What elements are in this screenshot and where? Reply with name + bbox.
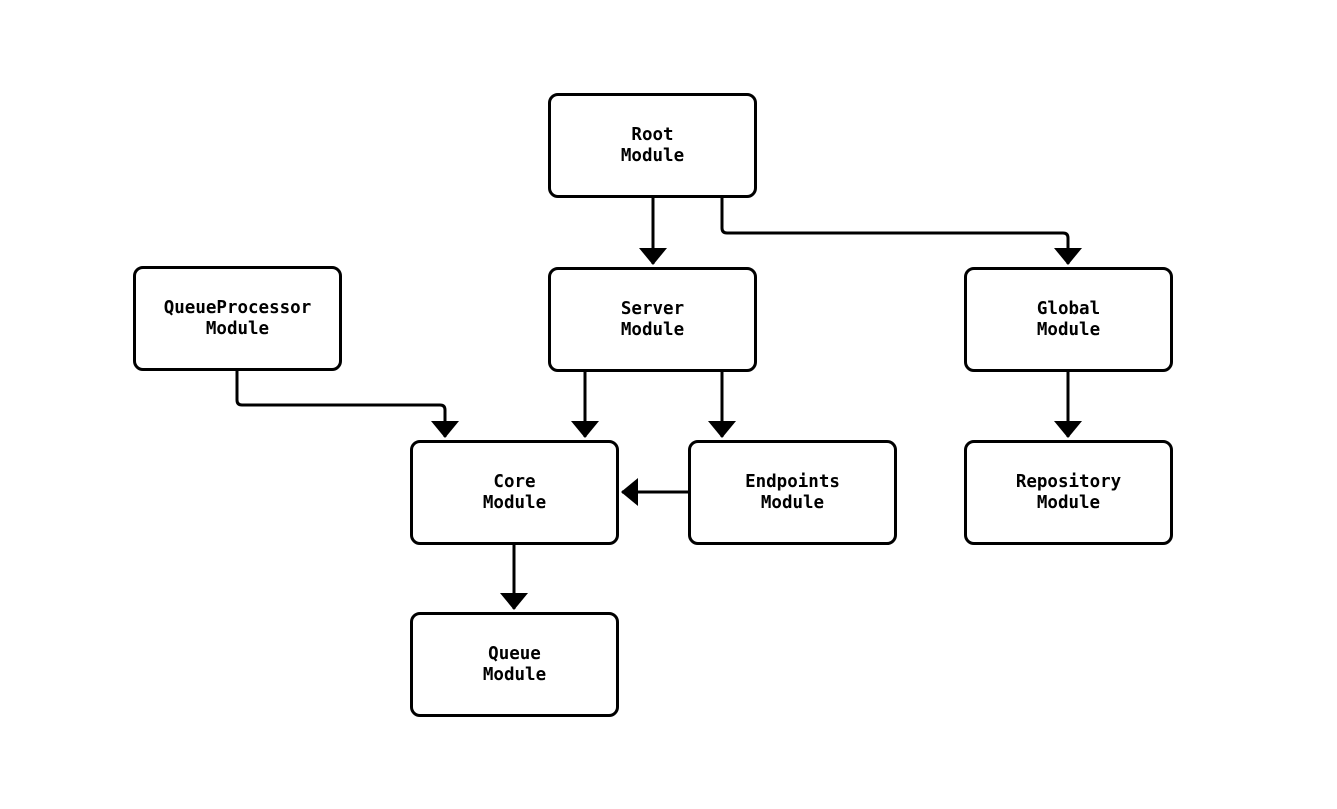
edge-root-to-global [720,198,1082,265]
node-endpoints-module: Endpoints Module [688,440,897,545]
node-root-module: Root Module [548,93,757,198]
node-global-module: Global Module [964,267,1173,372]
node-core-module-label: Core Module [482,471,547,513]
node-repository-module-label: Repository Module [1015,471,1122,513]
edge-queueprocessor-to-core [235,371,459,438]
node-endpoints-module-label: Endpoints Module [745,471,840,513]
node-server-module-label: Server Module [620,298,685,340]
node-root-module-label: Root Module [620,124,685,166]
node-queueprocessor-module: QueueProcessor Module [133,266,342,371]
node-core-module: Core Module [410,440,619,545]
node-global-module-label: Global Module [1036,298,1101,340]
node-queue-module: Queue Module [410,612,619,717]
node-queueprocessor-module-label: QueueProcessor Module [163,297,312,339]
node-repository-module: Repository Module [964,440,1173,545]
node-queue-module-label: Queue Module [482,643,547,685]
node-server-module: Server Module [548,267,757,372]
